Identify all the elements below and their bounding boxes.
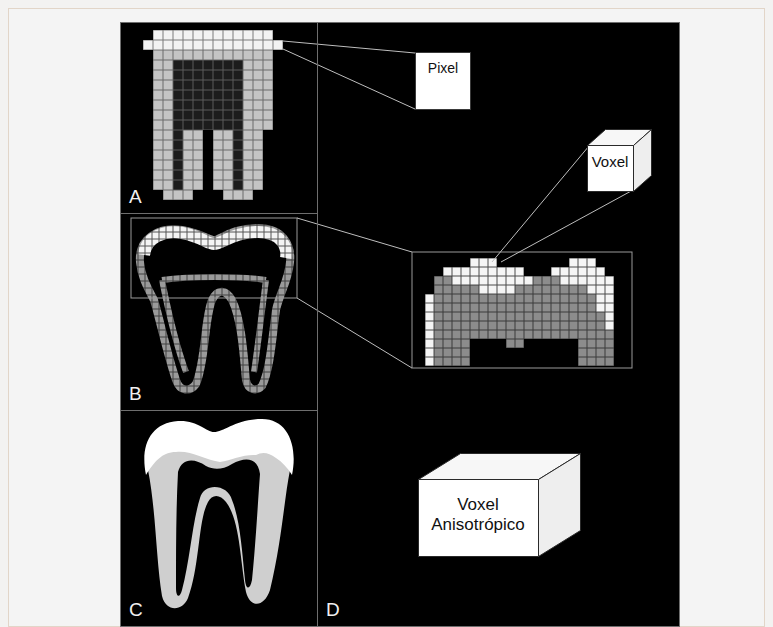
panel-frame: B bbox=[120, 213, 318, 411]
panel-frame: A bbox=[120, 22, 318, 214]
enamel bbox=[144, 419, 293, 475]
voxel-enamel bbox=[443, 258, 533, 294]
voxel-crown bbox=[425, 258, 614, 366]
voxel-tooth-outline bbox=[140, 228, 290, 390]
zoom-line bbox=[283, 41, 415, 53]
pulp bbox=[176, 459, 260, 595]
box-label: Voxel Anisotrópico bbox=[418, 495, 538, 536]
black-plate bbox=[120, 22, 680, 627]
zoom-line bbox=[492, 146, 589, 262]
panel-frame: D PixelVoxelVoxel Anisotrópico bbox=[317, 22, 680, 627]
box-label: Pixel bbox=[416, 60, 470, 77]
box-label: Voxel bbox=[587, 153, 633, 171]
panel-letter: C bbox=[129, 599, 143, 622]
zoom-line bbox=[501, 190, 633, 262]
cube-face bbox=[634, 130, 652, 192]
pixel-enamel bbox=[143, 30, 283, 50]
zoom-frame bbox=[131, 218, 297, 298]
voxel-pulp-outline bbox=[162, 277, 266, 372]
voxel-cube: Voxel bbox=[586, 128, 652, 192]
pixel-box: Pixel bbox=[415, 52, 471, 110]
cube-face bbox=[539, 454, 581, 557]
anisotropic-voxel-box: Voxel Anisotrópico bbox=[417, 452, 582, 557]
voxel-enamel bbox=[144, 232, 286, 258]
zoom-line bbox=[297, 218, 412, 252]
zoom-frame bbox=[412, 252, 632, 368]
page-frame bbox=[9, 9, 765, 627]
voxel-enamel bbox=[551, 258, 614, 330]
cube-face bbox=[419, 480, 539, 557]
zoom-line bbox=[283, 49, 415, 109]
pixel-dentin bbox=[153, 50, 273, 200]
panel-letter: A bbox=[129, 186, 142, 209]
pixel-pulp bbox=[173, 60, 243, 190]
panel-letter: D bbox=[326, 599, 340, 622]
panel-frame: C bbox=[120, 410, 318, 627]
panel-letter: B bbox=[129, 383, 142, 406]
voxel-enamel bbox=[425, 294, 434, 366]
cube-outline bbox=[417, 452, 582, 557]
cube-face bbox=[588, 146, 634, 192]
zoom-line bbox=[297, 298, 412, 368]
